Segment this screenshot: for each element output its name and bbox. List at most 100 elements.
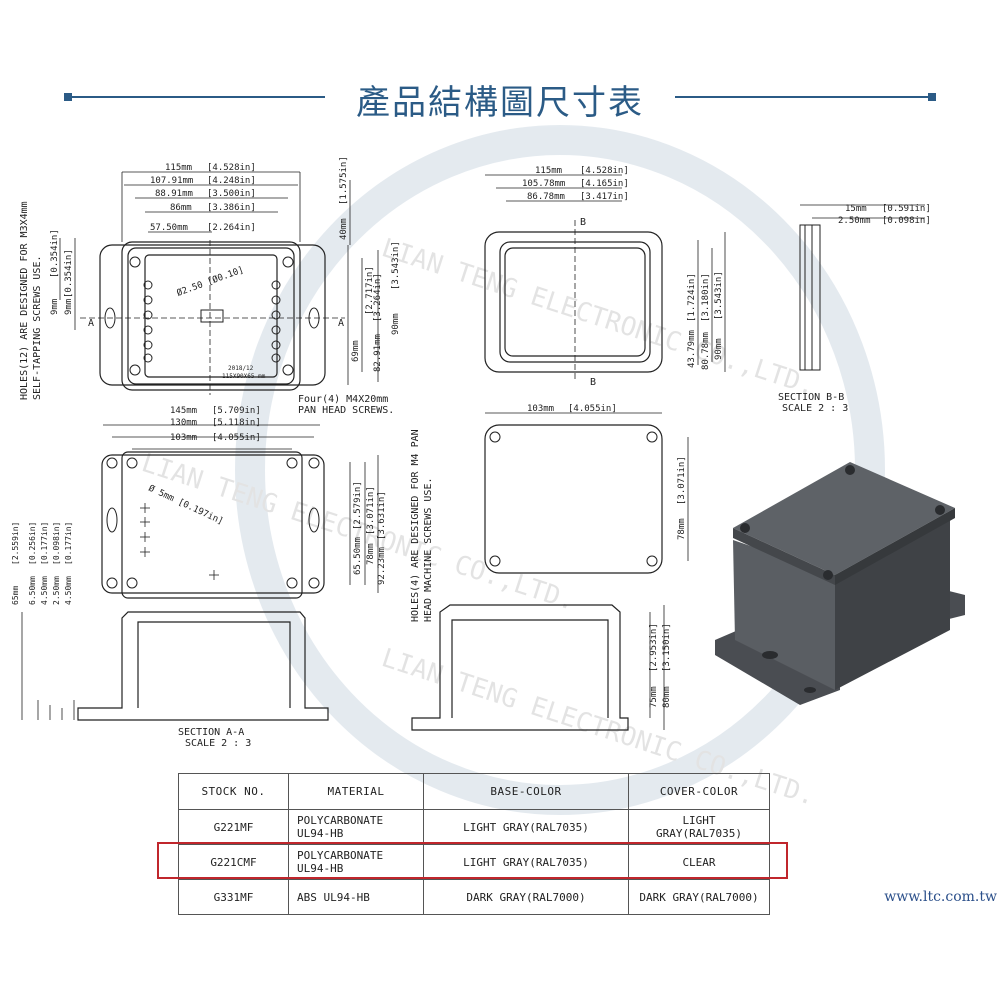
svg-text:[0.177in]: [0.177in] bbox=[40, 522, 49, 565]
svg-text:57.50mm: 57.50mm bbox=[150, 223, 188, 233]
svg-text:9mm: 9mm bbox=[50, 299, 60, 315]
material-line: UL94-HB bbox=[297, 862, 344, 875]
svg-text:HOLES(4) ARE DESIGNED FOR M4 P: HOLES(4) ARE DESIGNED FOR M4 PAN bbox=[410, 429, 421, 622]
material-line: UL94-HB bbox=[297, 827, 344, 840]
svg-text:90mm: 90mm bbox=[391, 313, 401, 335]
svg-text:4.50mm: 4.50mm bbox=[40, 576, 49, 605]
svg-text:[3.386in]: [3.386in] bbox=[207, 203, 256, 213]
svg-text:[0.354in]: [0.354in] bbox=[50, 229, 60, 278]
svg-text:86mm: 86mm bbox=[170, 203, 192, 213]
svg-text:90mm: 90mm bbox=[714, 338, 724, 360]
svg-text:[4.055in]: [4.055in] bbox=[568, 404, 617, 414]
inside-view bbox=[484, 174, 726, 382]
material-cell: POLYCARBONATE UL94-HB bbox=[288, 844, 424, 880]
svg-text:SELF-TAPPING SCREWS USE.: SELF-TAPPING SCREWS USE. bbox=[32, 256, 43, 401]
svg-text:A: A bbox=[88, 318, 94, 329]
website-link[interactable]: www.ltc.com.tw bbox=[884, 889, 997, 905]
svg-text:LIAN TENG ELECTRONIC CO.,LTD.: LIAN TENG ELECTRONIC CO.,LTD. bbox=[138, 448, 579, 617]
svg-text:[3.631in]: [3.631in] bbox=[377, 491, 387, 540]
svg-text:2018/12: 2018/12 bbox=[228, 365, 254, 372]
svg-text:[3.543in]: [3.543in] bbox=[391, 241, 401, 290]
section-aa-text: 65mm [2.559in] 6.50mm [0.256in] 4.50mm [… bbox=[11, 522, 251, 749]
section-bb-text: 15mm[0.591in] 2.50mm[0.098in] SECTION B-… bbox=[778, 204, 931, 414]
svg-text:[2.953in]: [2.953in] bbox=[649, 623, 659, 672]
svg-text:[2.579in]: [2.579in] bbox=[353, 481, 363, 530]
svg-text:[0.098in]: [0.098in] bbox=[52, 522, 61, 565]
page-title: 產品結構圖尺寸表 bbox=[356, 83, 644, 123]
svg-text:145mm: 145mm bbox=[170, 406, 197, 416]
inside-view-dims: 115mm[4.528in] 105.78mm[4.165in] 86.78mm… bbox=[522, 166, 724, 388]
page-header bbox=[0, 60, 1000, 130]
svg-text:[3.264in]: [3.264in] bbox=[373, 273, 383, 322]
stock-cell: G331MF bbox=[178, 879, 289, 915]
svg-text:SCALE 2 : 3: SCALE 2 : 3 bbox=[185, 738, 251, 749]
svg-text:103mm: 103mm bbox=[527, 404, 554, 414]
table-header-row: STOCK NO. MATERIAL BASE-COLOR COVER-COLO… bbox=[178, 773, 770, 810]
svg-text:69mm: 69mm bbox=[351, 340, 361, 362]
base-color-cell: LIGHT GRAY(RAL7035) bbox=[423, 809, 629, 845]
svg-text:[3.500in]: [3.500in] bbox=[207, 189, 256, 199]
col-header-stock: STOCK NO. bbox=[178, 773, 289, 810]
svg-text:[4.528in]: [4.528in] bbox=[207, 163, 256, 173]
svg-text:HEAD MACHINE SCREWS USE.: HEAD MACHINE SCREWS USE. bbox=[423, 478, 434, 623]
svg-text:SECTION B-B: SECTION B-B bbox=[778, 392, 844, 403]
stock-cell: G221CMF bbox=[178, 844, 289, 880]
svg-text:PAN HEAD SCREWS.: PAN HEAD SCREWS. bbox=[298, 405, 394, 416]
section-bb bbox=[799, 204, 925, 371]
cover-color-cell: DARK GRAY(RAL7000) bbox=[628, 879, 770, 915]
svg-text:[3.180in]: [3.180in] bbox=[701, 273, 711, 322]
svg-text:[2.264in]: [2.264in] bbox=[207, 223, 256, 233]
svg-text:A: A bbox=[338, 318, 344, 329]
material-line: POLYCARBONATE bbox=[297, 814, 384, 827]
front-section bbox=[411, 604, 665, 731]
svg-text:40mm: 40mm bbox=[339, 218, 349, 240]
svg-text:43.79mm: 43.79mm bbox=[687, 330, 697, 368]
svg-text:[4.528in]: [4.528in] bbox=[580, 166, 629, 176]
svg-text:9mm: 9mm bbox=[64, 299, 74, 315]
svg-text:130mm: 130mm bbox=[170, 418, 197, 428]
table-row: G331MF ABS UL94-HB DARK GRAY(RAL7000) DA… bbox=[178, 879, 770, 915]
svg-text:[1.724in]: [1.724in] bbox=[687, 273, 697, 322]
svg-text:[1.575in]: [1.575in] bbox=[339, 156, 349, 205]
svg-text:65mm: 65mm bbox=[11, 586, 20, 605]
svg-text:[2.559in]: [2.559in] bbox=[11, 522, 20, 565]
table-row: G221MF POLYCARBONATE UL94-HB LIGHT GRAY(… bbox=[178, 809, 770, 845]
bottom-view bbox=[101, 424, 379, 599]
svg-text:[4.248in]: [4.248in] bbox=[207, 176, 256, 186]
svg-text:[4.055in]: [4.055in] bbox=[212, 433, 261, 443]
svg-text:105.78mm: 105.78mm bbox=[522, 179, 565, 189]
svg-text:115mm: 115mm bbox=[165, 163, 192, 173]
top-view bbox=[59, 171, 379, 395]
svg-text:115X90X65 mm: 115X90X65 mm bbox=[222, 373, 266, 380]
material-line: ABS UL94-HB bbox=[297, 890, 370, 904]
svg-text:[0.177in]: [0.177in] bbox=[64, 522, 73, 565]
svg-text:Four(4) M4X20mm: Four(4) M4X20mm bbox=[298, 394, 388, 405]
svg-text:65.50mm: 65.50mm bbox=[353, 537, 363, 575]
svg-text:115mm: 115mm bbox=[535, 166, 562, 176]
svg-text:2.50mm: 2.50mm bbox=[838, 216, 871, 226]
svg-text:HOLES(12) ARE DESIGNED FOR M3X: HOLES(12) ARE DESIGNED FOR M3X4mm bbox=[19, 201, 30, 400]
svg-text:103mm: 103mm bbox=[170, 433, 197, 443]
svg-text:6.50mm: 6.50mm bbox=[28, 576, 37, 605]
spec-table: STOCK NO. MATERIAL BASE-COLOR COVER-COLO… bbox=[178, 773, 770, 915]
svg-text:SECTION A-A: SECTION A-A bbox=[178, 727, 244, 738]
svg-text:[4.165in]: [4.165in] bbox=[580, 179, 629, 189]
svg-text:80mm: 80mm bbox=[662, 686, 672, 708]
header-right-square bbox=[928, 93, 936, 101]
svg-text:78mm: 78mm bbox=[677, 518, 687, 540]
svg-text:2.50mm: 2.50mm bbox=[52, 576, 61, 605]
front-section-dims: 75mm [2.953in] 80mm [3.150in] bbox=[649, 623, 672, 708]
col-header-cover-color: COVER-COLOR bbox=[628, 773, 770, 810]
svg-text:80.78mm: 80.78mm bbox=[701, 332, 711, 370]
svg-text:B: B bbox=[590, 377, 596, 388]
svg-text:[3.071in]: [3.071in] bbox=[677, 456, 687, 505]
col-header-base-color: BASE-COLOR bbox=[423, 773, 629, 810]
row-highlight-box bbox=[157, 842, 788, 879]
header-left-square bbox=[64, 93, 72, 101]
stock-cell: G221MF bbox=[178, 809, 289, 845]
svg-text:107.91mm: 107.91mm bbox=[150, 176, 193, 186]
svg-text:[0.591in]: [0.591in] bbox=[882, 204, 931, 214]
svg-text:[3.071in]: [3.071in] bbox=[366, 486, 376, 535]
svg-text:[5.118in]: [5.118in] bbox=[212, 418, 261, 428]
svg-text:LIAN TENG ELECTRONIC CO.,LTD.: LIAN TENG ELECTRONIC CO.,LTD. bbox=[378, 233, 819, 402]
